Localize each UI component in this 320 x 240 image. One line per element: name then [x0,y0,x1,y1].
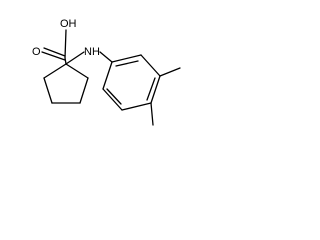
bond-c-o-carbonyl-1 [41,51,66,61]
molecule-structure: OH O NH [32,18,181,126]
cyclopentane-ring [43,63,89,104]
hydroxyl-label: OH [60,18,77,30]
aryl-double-bond-2 [146,77,156,101]
aryl-double-bond-3 [106,88,122,105]
aryl-double-bond-1 [115,60,139,67]
methyl-bond-para [159,67,181,77]
amine-label: NH [84,46,100,58]
bond-c-o-carbonyl-2 [43,47,66,57]
benzene-ring [102,54,161,111]
aryl-bond-5 [102,88,123,111]
aryl-bond-2 [140,54,161,77]
aryl-bond-4 [121,102,152,111]
aryl-bond-6 [102,61,113,90]
aryl-bond-3 [150,75,161,104]
carboxyl-group [41,29,67,65]
bond-c-quaternary-cooh [64,57,67,65]
ring-bond-1 [65,63,89,79]
carbonyl-oxygen-label: O [32,46,41,58]
ring-bond-2 [79,77,89,104]
bond-n-aryl [99,51,113,63]
bond-c-n [65,51,85,65]
ring-bond-5 [43,63,67,79]
methyl-bond-meta [150,102,154,126]
ring-bond-4 [43,77,53,104]
aryl-bond-1 [111,54,142,63]
bond-c-oh [64,29,67,59]
